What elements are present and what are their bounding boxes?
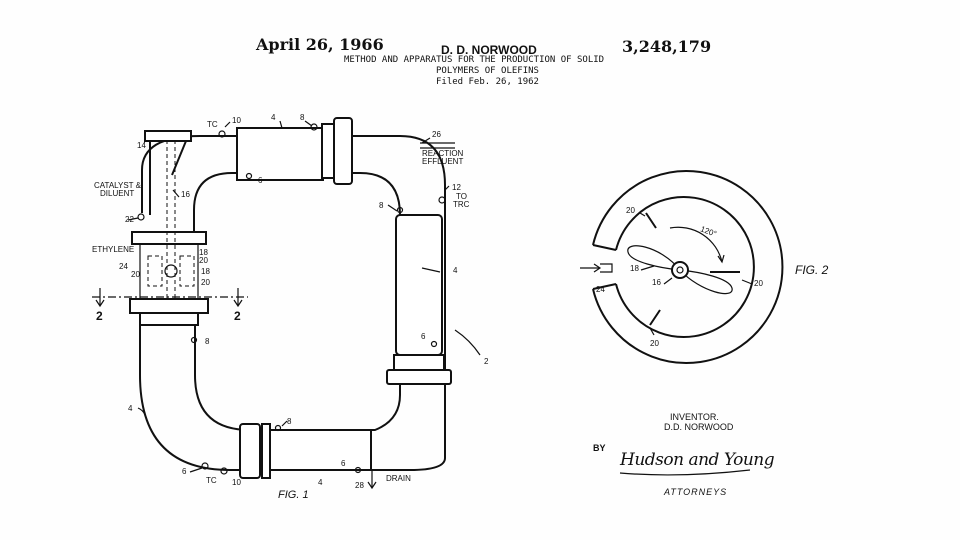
bottom-flange-a xyxy=(239,423,261,479)
angle-arc xyxy=(669,226,723,263)
section-label-left: 2 xyxy=(96,309,103,323)
label-10-top: 10 xyxy=(232,116,241,125)
label-catalyst: CATALYST & xyxy=(94,181,141,190)
shaft-top-flange xyxy=(144,130,192,142)
label-6-top: 6 xyxy=(258,176,263,185)
label-10-bottom: 10 xyxy=(232,478,241,487)
label-8-left: 8 xyxy=(205,337,210,346)
label-reaction: REACTION xyxy=(422,149,464,158)
patent-title-line2: POLYMERS OF OLEFINS xyxy=(436,66,539,76)
inlet-nozzle xyxy=(600,263,613,273)
fig2-label-20-top: 20 xyxy=(626,206,635,215)
inventor-name-header: D. D. NORWOOD xyxy=(441,43,537,57)
top-flange-collar xyxy=(321,123,335,179)
bottom-jacket xyxy=(265,429,372,471)
outer-shell xyxy=(592,170,784,364)
label-8-top: 8 xyxy=(300,113,305,122)
patent-number: 3,248,179 xyxy=(622,37,712,56)
label-4-left: 4 xyxy=(128,404,133,413)
label-to: TO xyxy=(456,192,467,201)
label-8-bottom: 8 xyxy=(287,417,292,426)
left-lower-collar xyxy=(139,312,199,326)
label-24: 24 xyxy=(119,262,128,271)
fig2-label-24: 24 xyxy=(596,285,605,294)
fig2-label-20-bottom: 20 xyxy=(650,339,659,348)
label-20a: 20 xyxy=(199,256,208,265)
label-4-top: 4 xyxy=(271,113,276,122)
label-4-right: 4 xyxy=(453,266,458,275)
label-drain: DRAIN xyxy=(386,474,411,483)
label-diluent: DILUENT xyxy=(100,189,135,198)
label-effluent: EFFLUENT xyxy=(422,157,464,166)
label-18b: 18 xyxy=(201,267,210,276)
inner-shell xyxy=(615,196,755,338)
section-label-right: 2 xyxy=(234,309,241,323)
baffle-top xyxy=(645,212,657,229)
label-8-right: 8 xyxy=(379,201,384,210)
propeller-blade-upper xyxy=(627,245,682,271)
label-tc-top: TC xyxy=(207,120,218,129)
label-6-bottom-left: 6 xyxy=(182,467,187,476)
inventor-name: D.D. NORWOOD xyxy=(664,422,734,432)
label-28: 28 xyxy=(355,481,364,490)
label-6-bottom: 6 xyxy=(341,459,346,468)
attorneys-label: ATTORNEYS xyxy=(664,487,728,497)
label-20b: 20 xyxy=(131,270,140,279)
fig1-caption: FIG. 1 xyxy=(278,489,309,501)
label-tc-bottom: TC xyxy=(206,476,217,485)
fig2-label-20-right: 20 xyxy=(754,279,763,288)
label-18a: 18 xyxy=(199,248,208,257)
propeller-blade-lower xyxy=(678,269,733,295)
label-ethylene: ETHYLENE xyxy=(92,245,135,254)
right-flange-collar xyxy=(393,354,445,371)
label-22: 22 xyxy=(125,215,134,224)
label-4-bottom: 4 xyxy=(318,478,323,487)
label-2: 2 xyxy=(484,357,489,366)
top-jacket xyxy=(236,127,324,181)
bottom-flange-b xyxy=(261,423,271,479)
fig2-label-16: 16 xyxy=(652,278,661,287)
patent-date: April 26, 1966 xyxy=(256,35,384,54)
label-12: 12 xyxy=(452,183,461,192)
by-label: BY xyxy=(593,443,606,453)
fig2-label-18: 18 xyxy=(630,264,639,273)
baffle-bottom xyxy=(649,309,661,326)
attorney-signature: Hudson and Young xyxy=(620,450,775,470)
label-trc: TRC xyxy=(453,200,470,209)
label-20c: 20 xyxy=(201,278,210,287)
propeller-hub xyxy=(671,261,689,279)
label-16: 16 xyxy=(181,190,190,199)
inventor-label: INVENTOR. xyxy=(670,412,719,422)
fig2-caption: FIG. 2 xyxy=(795,263,829,277)
label-14: 14 xyxy=(137,141,146,150)
label-26: 26 xyxy=(432,130,441,139)
label-6-right: 6 xyxy=(421,332,426,341)
filed-date: Filed Feb. 26, 1962 xyxy=(436,77,539,87)
patent-title-line1: METHOD AND APPARATUS FOR THE PRODUCTION … xyxy=(344,55,605,65)
